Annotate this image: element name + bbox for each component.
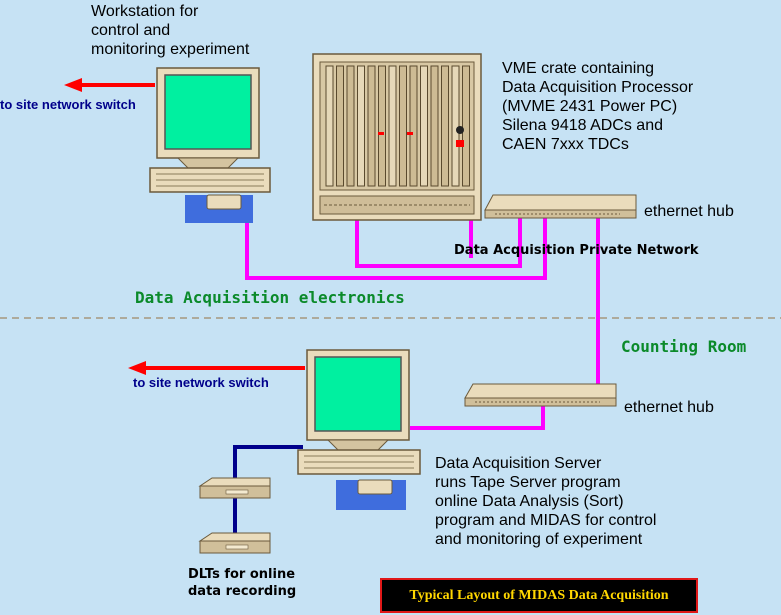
dlt-drive-bottom-icon (198, 532, 271, 554)
vme-slot (430, 65, 439, 187)
scsi-cables (233, 445, 303, 535)
vme-slot (346, 65, 355, 187)
vme-slot (357, 65, 365, 187)
arrow-site-switch-bottom (128, 361, 305, 375)
ethernet-hub-bottom-icon (464, 383, 617, 407)
vme-slot (451, 65, 460, 187)
vme-slot (462, 65, 470, 187)
counting-room-label: Counting Room (621, 337, 747, 356)
private-network-cables (245, 206, 600, 430)
dlt-label: DLTs for online data recording (188, 567, 297, 599)
vme-slot (441, 65, 449, 187)
private-network-label: Data Acquisition Private Network (454, 243, 699, 258)
vme-crate-icon (312, 53, 482, 221)
cable-server-hub (410, 406, 545, 430)
diagram-title-box: Typical Layout of MIDAS Data Acquisition (380, 578, 698, 613)
vme-slot (420, 65, 428, 187)
vme-slot (388, 65, 397, 187)
site-switch-bottom-label: to site network switch (133, 375, 269, 390)
site-switch-top-label: to site network switch (0, 97, 136, 112)
vme-slot (325, 65, 334, 187)
vme-slot (336, 65, 344, 187)
vme-slot (399, 65, 407, 187)
dlt-drive-top-icon (198, 477, 271, 499)
ethernet-hub-top-icon (484, 194, 637, 219)
diagram-title: Typical Layout of MIDAS Data Acquisition (409, 587, 669, 603)
vme-slot (409, 65, 418, 187)
daq-electronics-label: Data Acquisition electronics (135, 288, 405, 307)
workstation-computer-icon (149, 67, 271, 223)
vme-slot (378, 65, 386, 187)
ethernet-hub-bottom-label: ethernet hub (624, 399, 714, 416)
vme-crate-label: VME crate containing Data Acquisition Pr… (502, 60, 694, 153)
cable-workstation-hub (245, 206, 547, 280)
server-label: Data Acquisition Server runs Tape Server… (435, 455, 657, 548)
ethernet-hub-top-label: ethernet hub (644, 203, 734, 220)
server-computer-icon (297, 349, 421, 510)
cable-vme-hub-a (355, 217, 522, 268)
vme-slot (367, 65, 376, 187)
workstation-label: Workstation for control and monitoring e… (91, 3, 250, 58)
arrow-site-switch-top (64, 78, 155, 92)
